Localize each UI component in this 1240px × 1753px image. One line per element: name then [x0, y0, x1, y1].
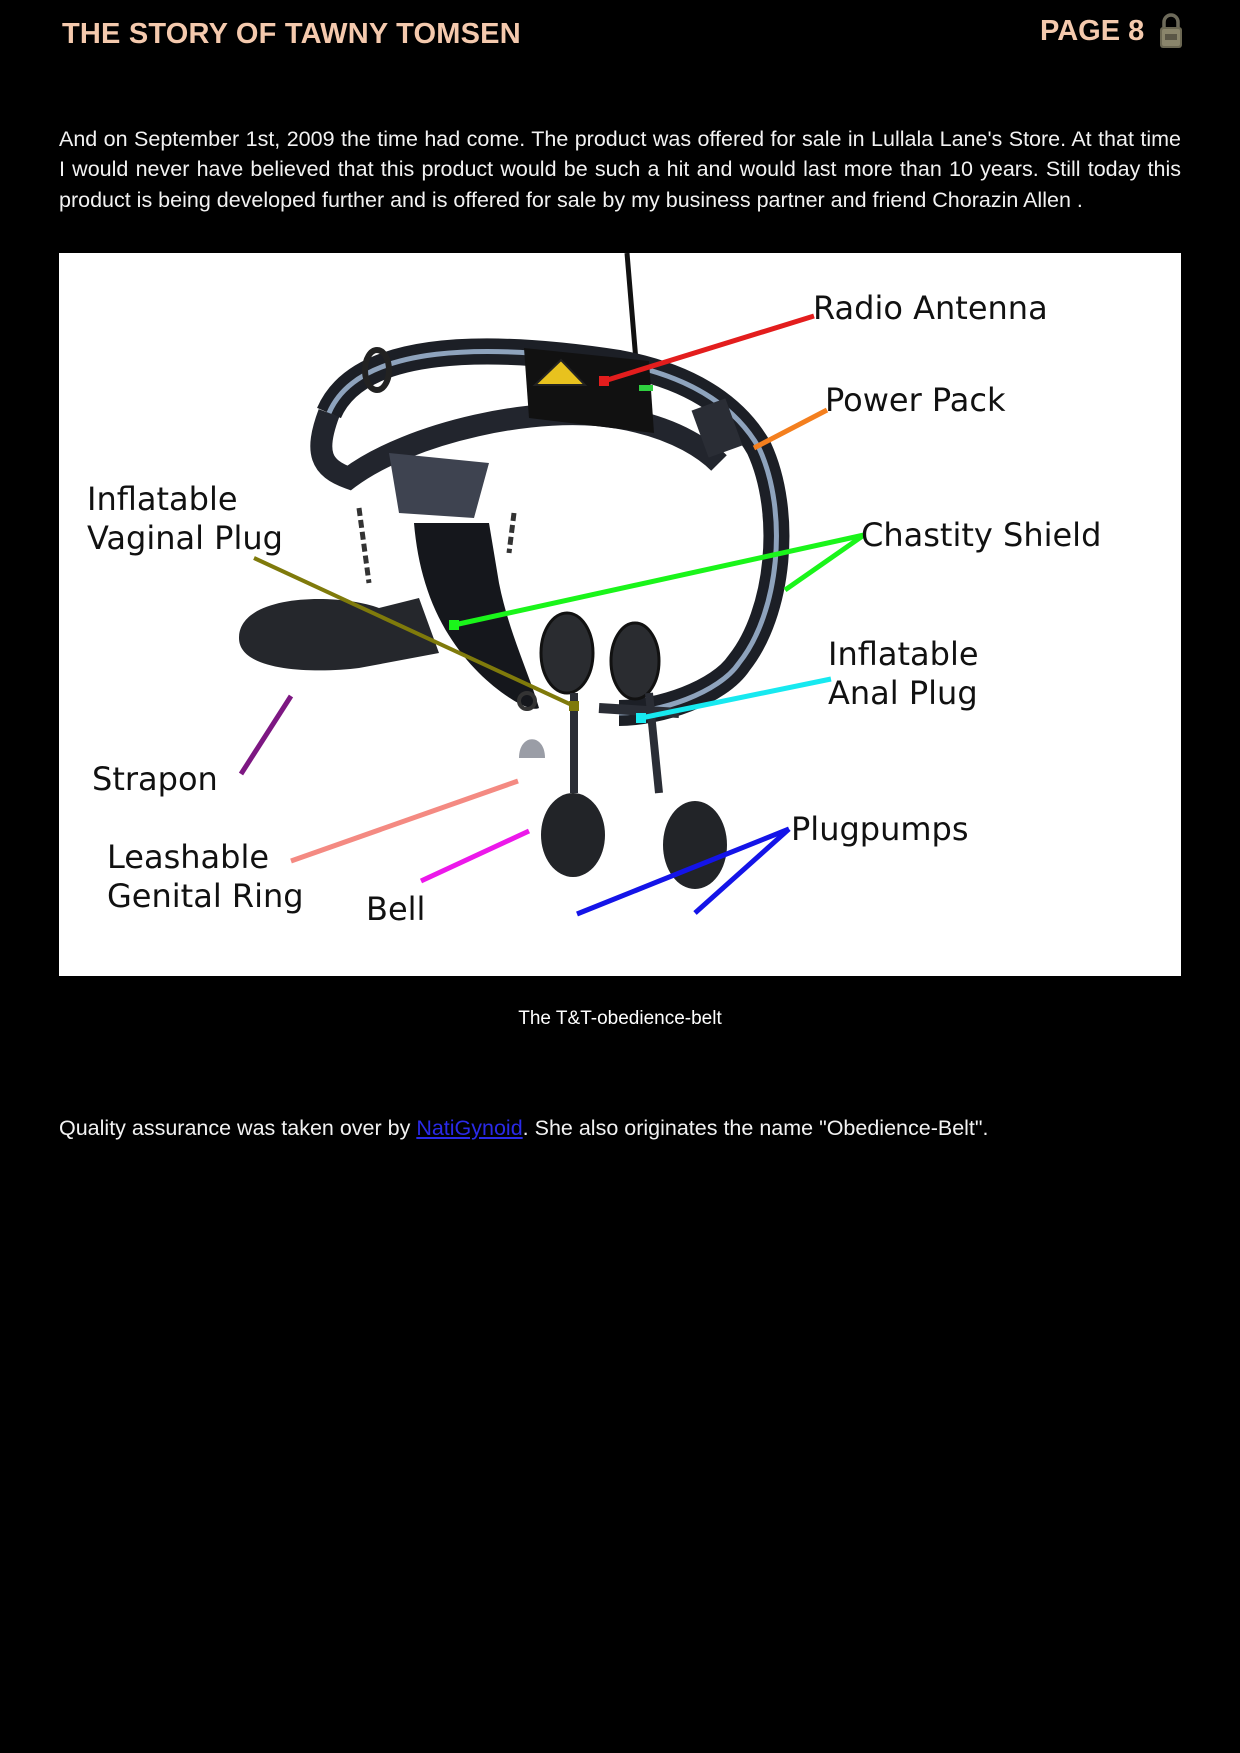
belt-illustration: Radio Antenna Power Pack Inflatable Vagi… — [87, 253, 1101, 928]
label-vaginal-plug-line2: Vaginal Plug — [87, 519, 283, 557]
label-power-pack: Power Pack — [825, 381, 1006, 419]
belt-diagram: Radio Antenna Power Pack Inflatable Vagi… — [59, 253, 1181, 976]
strapon-graphic — [239, 598, 439, 671]
page-number: PAGE 8 — [1040, 15, 1145, 47]
qa-text-before: Quality assurance was taken over by — [59, 1115, 417, 1140]
label-anal-plug-line1: Inflatable — [828, 635, 979, 673]
front-shield — [389, 453, 489, 518]
label-vaginal-plug-line1: Inflatable — [87, 480, 238, 518]
qa-text-after: . She also originates the name "Obedienc… — [522, 1115, 989, 1140]
intro-paragraph: And on September 1st, 2009 the time had … — [59, 126, 1181, 212]
antenna-graphic — [624, 253, 640, 374]
label-bell: Bell — [366, 890, 425, 928]
natigynoid-link[interactable]: NatiGynoid — [416, 1115, 523, 1140]
label-genital-ring-line2: Genital Ring — [107, 877, 304, 915]
figure-caption: The T&T-obedience-belt — [518, 1008, 722, 1029]
label-anal-plug-line2: Anal Plug — [828, 674, 978, 712]
label-radio-antenna: Radio Antenna — [813, 289, 1048, 327]
label-strapon: Strapon — [92, 760, 218, 798]
label-plugpumps: Plugpumps — [791, 810, 969, 848]
label-chastity-shield: Chastity Shield — [861, 516, 1101, 554]
padlock-icon — [1160, 13, 1182, 48]
quality-assurance-paragraph: Quality assurance was taken over by Nati… — [59, 1116, 1181, 1141]
document-title: THE STORY OF TAWNY TOMSEN — [62, 18, 521, 50]
label-genital-ring-line1: Leashable — [107, 838, 269, 876]
